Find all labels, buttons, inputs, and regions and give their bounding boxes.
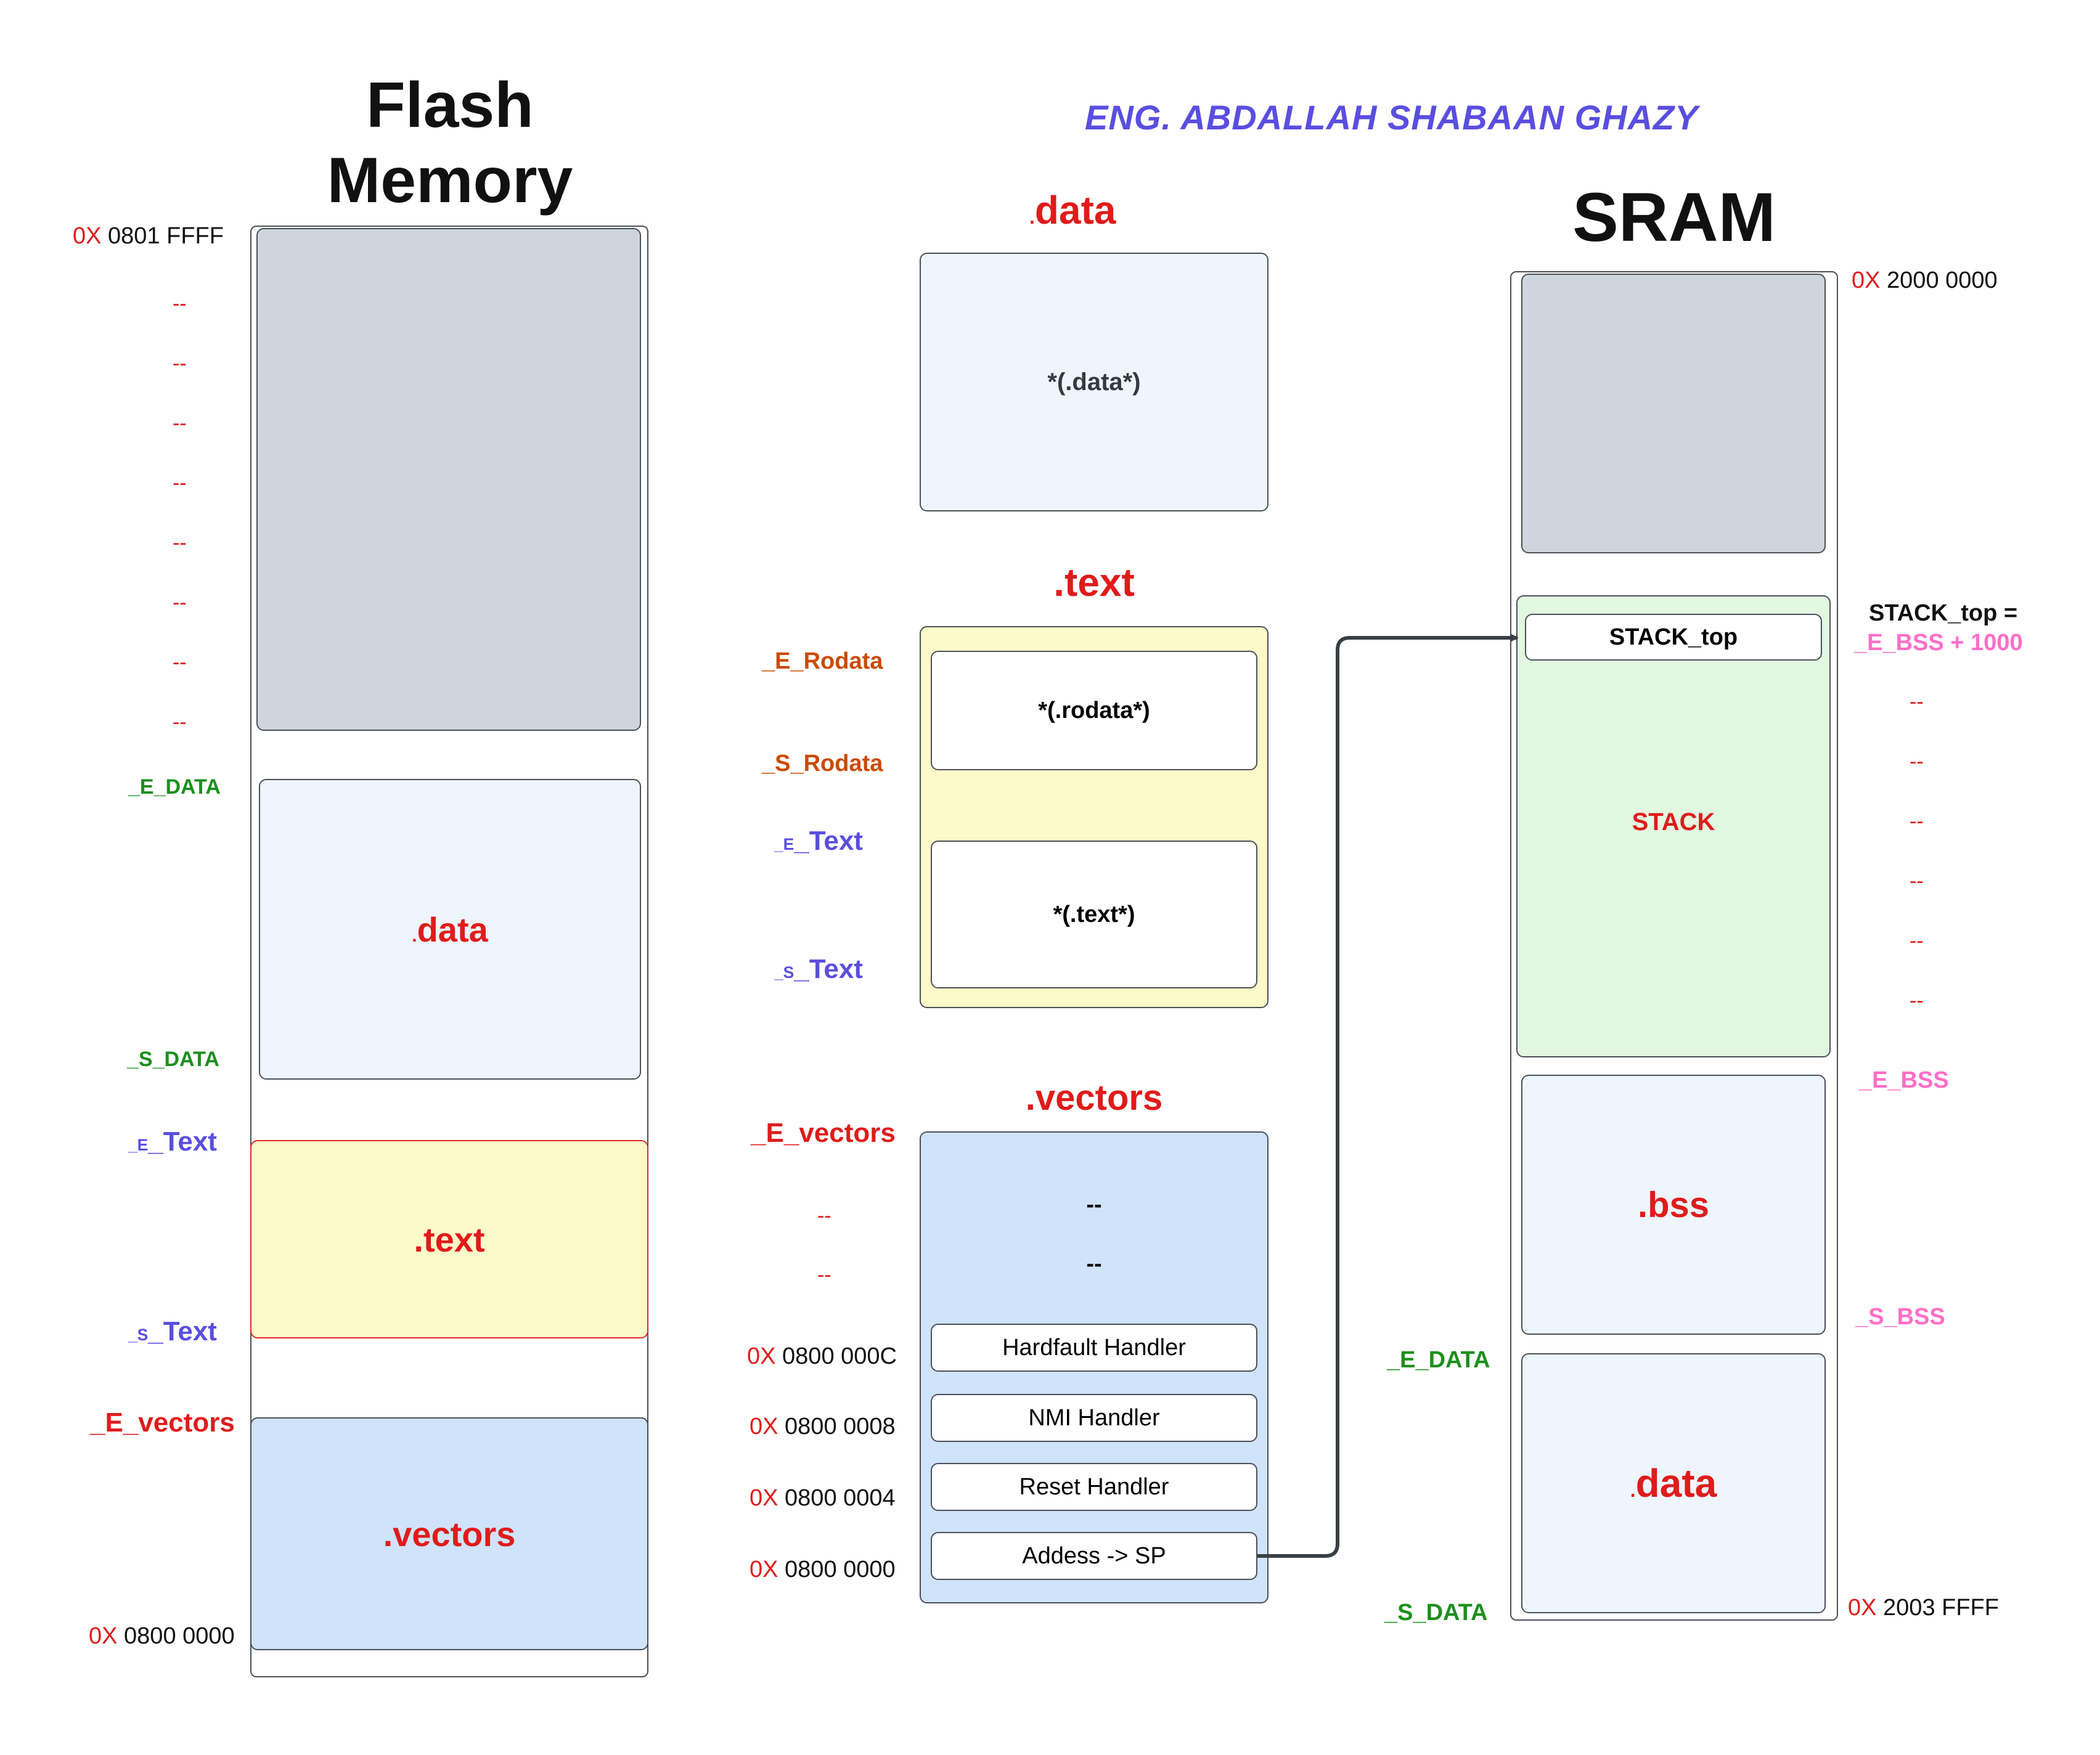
arrow-path — [1257, 633, 1519, 1558]
vector-address-sp: 0X 0800 0000 — [750, 1557, 896, 1582]
flash-dash-4: -- — [173, 471, 187, 495]
middle-e-text-label: _E_Text — [774, 826, 863, 856]
middle-data-box: *(.data*) — [920, 253, 1269, 511]
flash-e-vectors-label: _E_vectors — [90, 1407, 235, 1438]
sram-bss-section: .bss — [1521, 1075, 1826, 1335]
sram-stack-top-expression: _E_BSS + 1000 — [1854, 630, 2023, 656]
middle-data-title: .data — [1029, 188, 1116, 232]
vector-address-nmi: 0X 0800 0008 — [750, 1414, 896, 1439]
middle-left-dash-1: -- — [817, 1204, 831, 1228]
sram-dash-3: -- — [1910, 810, 1924, 833]
middle-e-vectors-label: _E_vectors — [751, 1118, 896, 1148]
flash-dash-1: -- — [173, 292, 187, 316]
flash-s-data-label: _S_DATA — [127, 1048, 219, 1071]
middle-s-rodata-label: _S_Rodata — [762, 751, 883, 776]
flash-memory-outline — [250, 226, 648, 1677]
middle-vectors-dash-1: -- — [1086, 1192, 1102, 1218]
sram-dash-2: -- — [1910, 750, 1924, 773]
flash-text-label: .text — [414, 1220, 485, 1259]
middle-s-text-label: _S_Text — [774, 954, 863, 984]
flash-dash-7: -- — [173, 651, 187, 674]
vector-address-hardfault: 0X 0800 000C — [747, 1343, 897, 1369]
flash-data-section: .data — [259, 779, 641, 1080]
middle-rodata-content: *(.rodata*) — [1038, 697, 1150, 723]
middle-text-content-box: *(.text*) — [931, 841, 1257, 988]
sram-unused-region — [1521, 274, 1826, 553]
flash-dash-3: -- — [173, 412, 187, 435]
vector-entry-stack-pointer: Addess -> SP — [931, 1532, 1257, 1580]
flash-bottom-address: 0X 0800 0000 — [89, 1623, 235, 1649]
flash-vectors-section: .vectors — [250, 1417, 648, 1650]
flash-e-data-label: _E_DATA — [128, 775, 221, 799]
sram-e-bss-label: _E_BSS — [1859, 1067, 1949, 1093]
middle-vectors-dash-2: -- — [1086, 1251, 1102, 1277]
vector-entry-nmi: NMI Handler — [931, 1394, 1257, 1442]
sram-s-data-label: _S_DATA — [1384, 1600, 1488, 1626]
flash-data-label: data — [417, 910, 488, 949]
sram-stack-top-equation: STACK_top = — [1869, 600, 2018, 626]
sram-dash-6: -- — [1910, 989, 1924, 1012]
sram-title: SRAM — [1572, 179, 1776, 256]
sram-stack-label: STACK — [1632, 808, 1715, 836]
vector-entry-reset: Reset Handler — [931, 1463, 1257, 1511]
sram-stack-region — [1516, 595, 1831, 1057]
sram-dash-5: -- — [1910, 929, 1924, 953]
middle-rodata-box: *(.rodata*) — [931, 651, 1257, 770]
sram-s-bss-label: _S_BSS — [1855, 1304, 1945, 1330]
flash-e-text-label: _E_Text — [128, 1126, 217, 1157]
flash-dash-8: -- — [173, 711, 187, 734]
flash-s-text-label: _S_Text — [128, 1316, 217, 1346]
flash-unused-region — [256, 228, 641, 731]
middle-e-rodata-label: _E_Rodata — [762, 648, 883, 674]
flash-vectors-label: .vectors — [383, 1514, 516, 1553]
middle-vectors-title: .vectors — [1025, 1078, 1163, 1118]
sram-e-data-label: _E_DATA — [1387, 1347, 1490, 1373]
flash-data-dot: . — [412, 925, 417, 946]
flash-title-line1: Flash — [366, 70, 534, 141]
author-name: ENG. ABDALLAH SHABAAN GHAZY — [1085, 98, 1699, 137]
flash-top-address: 0X 0801 FFFF — [73, 223, 224, 249]
middle-data-content: *(.data*) — [1047, 368, 1141, 396]
flash-dash-6: -- — [173, 591, 187, 614]
sram-dash-4: -- — [1910, 869, 1924, 893]
sram-data-section: .data — [1521, 1353, 1826, 1613]
flash-title: Flash Memory — [265, 68, 635, 218]
flash-text-section: .text — [250, 1140, 648, 1338]
flash-title-line2: Memory — [327, 145, 573, 216]
middle-text-content: *(.text*) — [1053, 901, 1135, 927]
sram-top-address: 0X 2000 0000 — [1852, 267, 1998, 293]
sram-bottom-address: 0X 2003 FFFF — [1848, 1595, 1999, 1621]
sram-dash-1: -- — [1910, 690, 1924, 714]
sram-outline — [1510, 271, 1838, 1621]
flash-dash-2: -- — [173, 352, 187, 375]
sram-stack-top-box: STACK_top — [1525, 614, 1822, 661]
vector-entry-hardfault: Hardfault Handler — [931, 1324, 1257, 1372]
middle-text-title: .text — [1053, 560, 1135, 605]
vector-address-reset: 0X 0800 0004 — [750, 1485, 896, 1511]
middle-left-dash-2: -- — [817, 1263, 831, 1287]
flash-dash-5: -- — [173, 531, 187, 555]
